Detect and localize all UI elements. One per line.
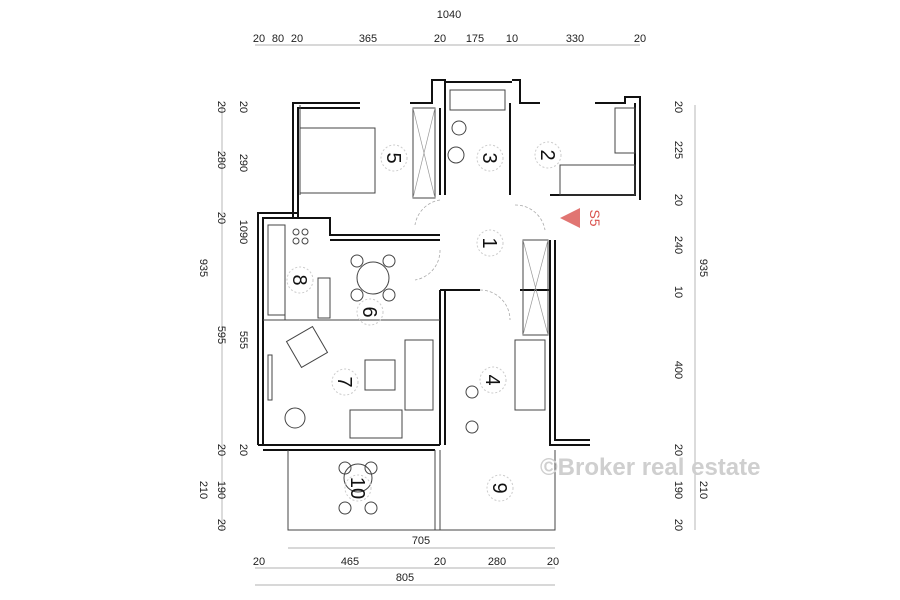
room-label-1: 1 [478, 237, 500, 248]
dim-right: 20 [672, 194, 684, 206]
dim-left-outer: 20 [215, 212, 227, 224]
dim-left-inner: 1090 [237, 220, 249, 244]
dim-right: 190 [672, 481, 684, 499]
dim-bottom: 20 [253, 556, 265, 568]
wardrobe [522, 239, 549, 336]
dim-left-outer: 20 [215, 101, 227, 113]
toilet [451, 120, 467, 136]
room-label-circle [356, 298, 384, 326]
room-label-10: 10 [346, 477, 368, 499]
dim-top: 20 [434, 33, 446, 45]
dim-right-bottom: 210 [697, 481, 709, 499]
room-label-9: 9 [488, 482, 510, 493]
dim-bottom: 20 [434, 556, 446, 568]
room-label-circle [344, 474, 372, 502]
dim-right: 20 [672, 101, 684, 113]
wardrobe [614, 107, 636, 154]
dim-top: 20 [253, 33, 265, 45]
dim-left-inner: 20 [237, 101, 249, 113]
dim-right-total: 935 [697, 259, 709, 277]
sofa [349, 409, 403, 439]
dim-top: 20 [634, 33, 646, 45]
dim-right: 240 [672, 236, 684, 254]
dim-left-inner: 20 [237, 444, 249, 456]
dim-top: 10 [506, 33, 518, 45]
chair [284, 407, 306, 429]
room-label-circle [331, 368, 359, 396]
dim-top: 175 [466, 33, 484, 45]
furniture [267, 89, 636, 515]
coffee-table [364, 359, 396, 391]
dim-left-outer-bottom: 210 [197, 481, 209, 499]
dim-top: 20 [291, 33, 303, 45]
dim-right: 10 [672, 286, 684, 298]
dim-left-outer: 595 [215, 326, 227, 344]
section-marker-label: S5 [587, 209, 603, 226]
room-label-circle [380, 144, 408, 172]
dim-left-inner: 290 [237, 154, 249, 172]
room-label-2: 2 [536, 149, 558, 160]
dim-left-outer: 20 [215, 444, 227, 456]
balcony-table [343, 463, 373, 493]
dim-top: 330 [566, 33, 584, 45]
dim-top-total: 1040 [437, 9, 461, 21]
room-label-circle [476, 229, 504, 257]
dim-bottom: 465 [341, 556, 359, 568]
dim-right: 20 [672, 444, 684, 456]
room-label-8: 8 [288, 274, 310, 285]
dim-top: 365 [359, 33, 377, 45]
dimension-lines [221, 44, 696, 586]
dim-left-outer: 280 [215, 151, 227, 169]
room-label-circle [486, 474, 514, 502]
dim-bottom: 280 [488, 556, 506, 568]
room-label-7: 7 [333, 376, 355, 387]
armchair [285, 325, 329, 369]
dim-bottom: 20 [547, 556, 559, 568]
dim-bottom-inner-total: 705 [412, 535, 430, 547]
dining-table [356, 261, 390, 295]
room-label-6: 6 [358, 306, 380, 317]
section-marker-icon [560, 208, 580, 228]
room-label-5: 5 [382, 152, 404, 163]
dim-right: 225 [672, 141, 684, 159]
room-label-3: 3 [478, 152, 500, 163]
desk [514, 339, 546, 411]
dim-right: 20 [672, 519, 684, 531]
bathtub [449, 89, 506, 111]
bed [299, 127, 376, 194]
dim-left-outer-total: 935 [197, 259, 209, 277]
sink [447, 146, 465, 164]
watermark: ©Broker real estate [540, 454, 760, 481]
desk [559, 164, 636, 196]
kitchen-counter [267, 224, 286, 316]
dim-left-inner: 555 [237, 331, 249, 349]
room-label-circle [479, 366, 507, 394]
room-label-circle [476, 144, 504, 172]
dim-left-outer: 190 [215, 481, 227, 499]
dim-left-outer: 20 [215, 519, 227, 531]
room-label-circle [286, 266, 314, 294]
sofa [404, 339, 434, 411]
dim-top: 80 [272, 33, 284, 45]
room-label-4: 4 [481, 374, 503, 385]
dim-right: 400 [672, 361, 684, 379]
dim-bottom-total: 805 [396, 572, 414, 584]
room-label-circle [534, 141, 562, 169]
wardrobe [412, 107, 436, 199]
